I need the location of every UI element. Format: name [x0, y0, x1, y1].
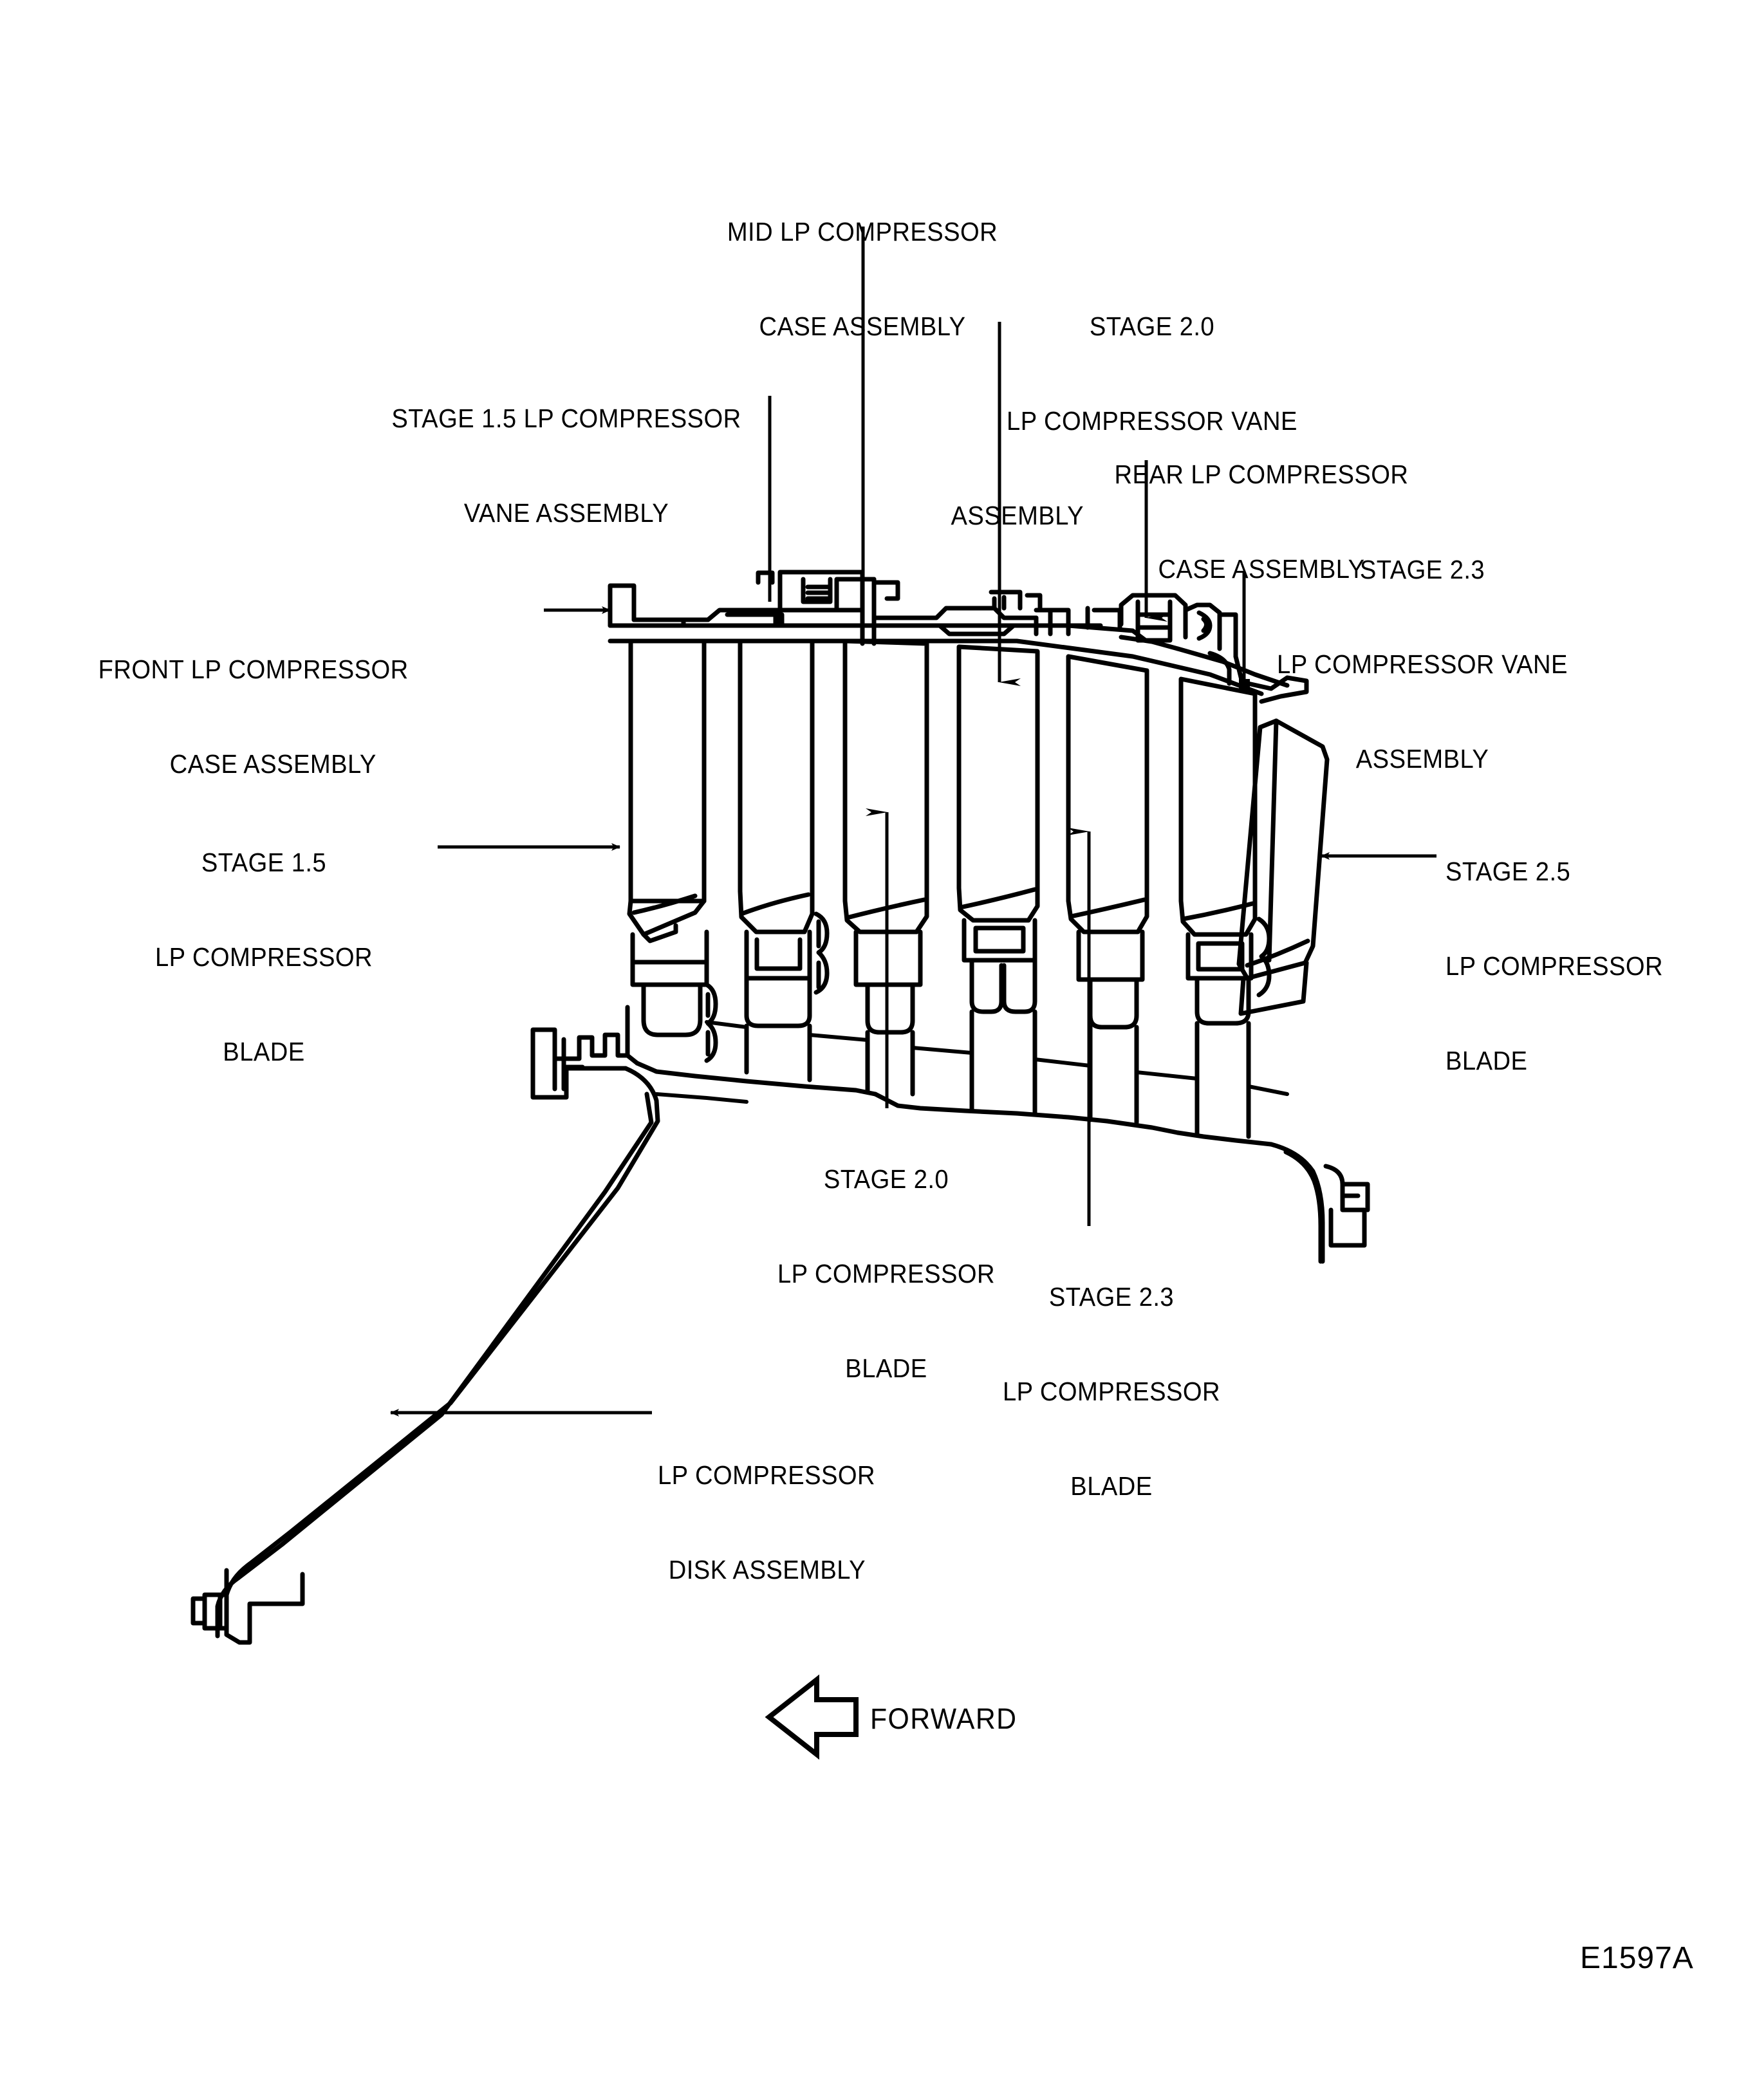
callout-line: LP COMPRESSOR: [1446, 951, 1664, 981]
mid-lp-compressor-case-geometry: [725, 570, 900, 646]
callout-lp-compressor-disk-assembly: LP COMPRESSOR DISK ASSEMBLY: [658, 1397, 1029, 1617]
callout-line: CASE ASSEMBLY: [169, 749, 376, 779]
callout-mid-lp-compressor-case-assembly: MID LP COMPRESSOR CASE ASSEMBLY: [671, 153, 1054, 374]
callout-rear-lp-compressor-case-assembly: REAR LP COMPRESSOR CASE ASSEMBLY: [1034, 396, 1489, 617]
callout-line: LP COMPRESSOR: [154, 942, 373, 972]
callout-line: DISK ASSEMBLY: [668, 1555, 866, 1584]
callout-front-lp-compressor-case-assembly: FRONT LP COMPRESSOR CASE ASSEMBLY: [88, 591, 530, 812]
callout-stage-2-0-lp-compressor-blade: STAGE 2.0 LP COMPRESSOR BLADE: [698, 1101, 1075, 1416]
callout-line: STAGE 2.3: [1359, 555, 1485, 584]
stage-2-0-lp-compressor-blade-geometry: [842, 638, 929, 1035]
callout-line: STAGE 1.5: [201, 848, 327, 877]
callout-line: STAGE 2.3: [1048, 1282, 1175, 1312]
callout-line: STAGE 2.0: [823, 1164, 949, 1194]
callout-line: ASSEMBLY: [1355, 744, 1489, 774]
callout-line: CASE ASSEMBLY: [759, 311, 966, 341]
callout-stage-2-3-lp-compressor-blade: STAGE 2.3 LP COMPRESSOR BLADE: [923, 1218, 1300, 1534]
callout-line: LP COMPRESSOR VANE: [1007, 406, 1297, 436]
callout-stage-2-5-lp-compressor-blade: STAGE 2.5 LP COMPRESSOR BLADE: [1446, 793, 1721, 1108]
callout-stage-2-3-lp-compressor-vane-assembly: STAGE 2.3 LP COMPRESSOR VANE ASSEMBLY: [1195, 491, 1650, 806]
drum-interior-details: [655, 1020, 1289, 1104]
stage-1-5-lp-compressor-vane-geometry: [738, 638, 830, 1028]
stage-2-3-lp-compressor-blade-geometry: [1066, 654, 1149, 1030]
compressor-assembly-drawing: [191, 570, 1370, 1645]
callout-line: MID LP COMPRESSOR: [727, 217, 998, 246]
lp-compressor-disk-assembly-geometry: [191, 982, 1370, 1645]
callout-line: REAR LP COMPRESSOR: [1114, 460, 1409, 489]
callout-line: BLADE: [845, 1353, 927, 1383]
callout-line: VANE ASSEMBLY: [463, 498, 669, 528]
callout-line: STAGE 2.5: [1446, 857, 1571, 886]
flowpath-outer-wall: [608, 638, 1264, 696]
callout-stage-1-5-lp-compressor-vane-assembly: STAGE 1.5 LP COMPRESSOR VANE ASSEMBLY: [291, 340, 842, 561]
callout-line: LP COMPRESSOR VANE: [1277, 649, 1568, 679]
stage-1-5-lp-compressor-blade-geometry: [627, 638, 709, 1037]
callout-stage-1-5-lp-compressor-blade: STAGE 1.5 LP COMPRESSOR BLADE: [102, 784, 425, 1099]
rear-lp-compressor-case-geometry: [1119, 593, 1309, 704]
callout-line: LP COMPRESSOR: [658, 1460, 876, 1490]
callout-line: BLADE: [1070, 1471, 1153, 1501]
forward-label: FORWARD: [870, 1702, 1018, 1735]
stage-2-5-lp-compressor-blade-geometry: [1236, 718, 1330, 1016]
forward-arrow-icon: [765, 1674, 859, 1760]
callout-line: BLADE: [223, 1037, 305, 1066]
callout-line: BLADE: [1446, 1046, 1528, 1075]
callout-line: LP COMPRESSOR: [1002, 1377, 1220, 1406]
figure-part-number: E1597A: [1580, 1941, 1694, 1975]
callout-stage-2-0-lp-compressor-vane-assembly: STAGE 2.0 LP COMPRESSOR VANE ASSEMBLY: [943, 248, 1362, 563]
callout-line: ASSEMBLY: [951, 501, 1084, 530]
callout-line: CASE ASSEMBLY: [1158, 554, 1365, 584]
callout-line: STAGE 2.0: [1089, 311, 1215, 341]
callout-line: LP COMPRESSOR: [777, 1259, 995, 1288]
callout-line: FRONT LP COMPRESSOR: [98, 655, 409, 684]
callout-line: STAGE 1.5 LP COMPRESSOR: [391, 404, 741, 433]
stage-2-0-lp-compressor-vane-geometry: [956, 644, 1040, 1014]
